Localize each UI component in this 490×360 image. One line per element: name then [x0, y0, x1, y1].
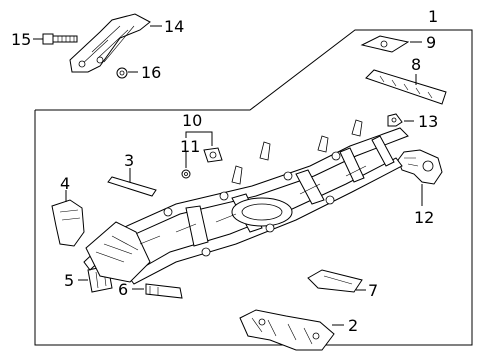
- callout-6: 6: [118, 280, 128, 299]
- callout-5: 5: [64, 271, 74, 290]
- callout-10: 10: [182, 111, 202, 130]
- callout-7: 7: [368, 281, 378, 300]
- side-bracket: [51, 199, 85, 247]
- callout-16: 16: [141, 63, 161, 82]
- callout-8: 8: [411, 55, 421, 74]
- callout-3: 3: [124, 151, 134, 170]
- leader-10: [185, 131, 213, 146]
- crossmember-bar: [365, 69, 447, 105]
- hitch-bracket: [397, 149, 443, 185]
- assembly-boundary: [34, 29, 473, 346]
- mount-plate: [360, 35, 410, 53]
- callout-15: 15: [11, 30, 31, 49]
- callout-4: 4: [60, 174, 70, 193]
- callout-2: 2: [348, 316, 358, 335]
- callout-12: 12: [414, 208, 434, 227]
- clip: [387, 113, 403, 127]
- nut: [116, 67, 128, 79]
- bracket-group: [181, 147, 223, 179]
- pad: [145, 283, 183, 299]
- spring-hanger-bracket: [69, 13, 151, 73]
- callout-1: 1: [428, 7, 438, 26]
- crossmember-brace: [307, 269, 363, 293]
- callout-13: 13: [418, 112, 438, 131]
- rod: [107, 176, 157, 197]
- callout-14: 14: [164, 17, 184, 36]
- bolt: [42, 33, 78, 45]
- transmission-support: [239, 309, 335, 351]
- callout-11: 11: [180, 137, 200, 156]
- main-frame: [83, 119, 409, 285]
- callout-9: 9: [426, 33, 436, 52]
